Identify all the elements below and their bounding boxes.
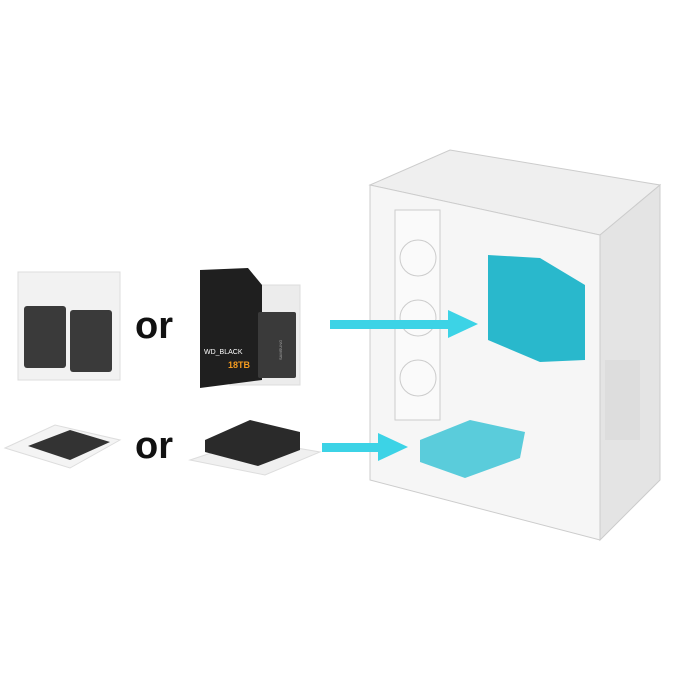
highlighted-tray	[420, 420, 525, 478]
ssd-drive	[258, 312, 296, 378]
ssd-drive	[70, 310, 112, 372]
or-label-top: or	[135, 305, 173, 347]
hdd-tray-flat	[188, 420, 322, 476]
or-label-bottom: or	[135, 425, 173, 467]
arrow-bottom	[322, 433, 408, 461]
arrow-top	[330, 310, 478, 338]
case-fans	[394, 209, 441, 421]
ssd-drive	[24, 306, 66, 368]
ssd-brand-label: SAMSUNG	[278, 340, 283, 360]
ssd-tray-flat	[3, 424, 122, 469]
hdd-capacity-label: 18TB	[228, 360, 251, 370]
hdd-ssd-bracket: WD_BLACK 18TB SAMSUNG	[200, 268, 301, 388]
hdd-drive	[200, 268, 262, 388]
highlighted-hdd	[488, 255, 585, 362]
ssd-bracket-dual	[17, 271, 121, 381]
pc-case	[368, 149, 662, 542]
hdd-brand-label: WD_BLACK	[204, 349, 243, 356]
